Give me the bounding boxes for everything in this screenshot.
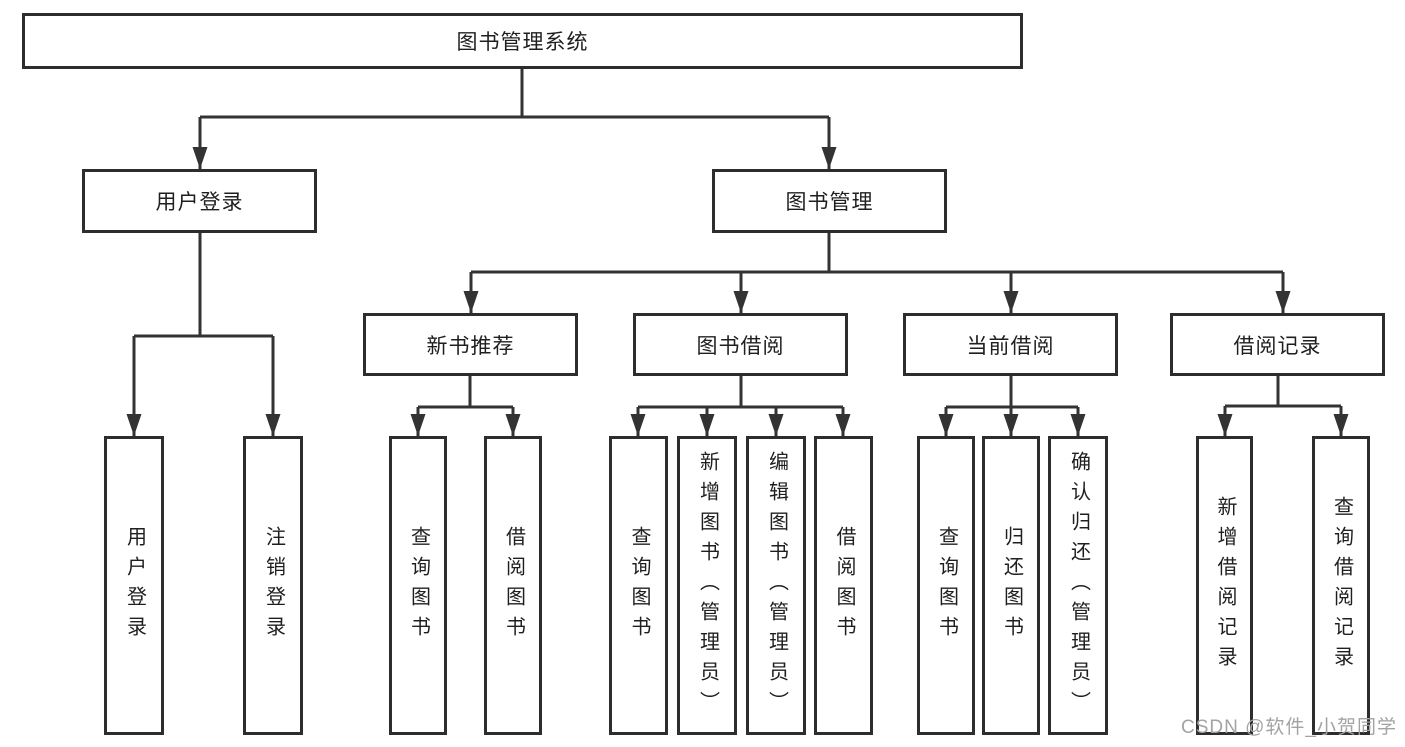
- leaf-bb-edit-book-label: 编辑图书（管理员）: [765, 450, 788, 721]
- leaf-cb-return-book: 归还图书: [982, 436, 1040, 735]
- leaf-user-login: 用户登录: [104, 436, 164, 735]
- leaf-nbr-query-book: 查询图书: [389, 436, 447, 735]
- leaf-logout-login: 注销登录: [243, 436, 303, 735]
- leaf-cb-query-book-label: 查询图书: [935, 525, 958, 646]
- leaf-br-query-record: 查询借阅记录: [1312, 436, 1370, 735]
- leaf-cb-query-book: 查询图书: [917, 436, 975, 735]
- leaf-nbr-query-book-label: 查询图书: [407, 525, 430, 646]
- leaf-nbr-borrow-book-label: 借阅图书: [502, 525, 525, 646]
- leaf-bb-query-book: 查询图书: [609, 436, 668, 735]
- node-book-management: 图书管理: [712, 169, 947, 233]
- leaf-bb-add-book-label: 新增图书（管理员）: [696, 450, 719, 721]
- leaf-nbr-borrow-book: 借阅图书: [484, 436, 542, 735]
- csdn-watermark: CSDN @软件_小贺同学: [1181, 717, 1397, 738]
- leaf-cb-return-book-label: 归还图书: [1000, 525, 1023, 646]
- node-root: 图书管理系统: [22, 13, 1023, 69]
- node-book-borrow: 图书借阅: [633, 313, 848, 376]
- leaf-br-query-record-label: 查询借阅记录: [1330, 495, 1353, 676]
- node-current-borrow: 当前借阅: [903, 313, 1118, 376]
- leaf-br-add-record: 新增借阅记录: [1196, 436, 1253, 735]
- leaf-cb-confirm-return-label: 确认归还（管理员）: [1067, 450, 1090, 721]
- leaf-bb-borrow-book-label: 借阅图书: [833, 525, 855, 646]
- leaf-br-add-record-label: 新增借阅记录: [1214, 495, 1236, 676]
- node-user-login: 用户登录: [82, 169, 317, 233]
- leaf-bb-borrow-book: 借阅图书: [814, 436, 873, 735]
- node-new-book-recommend: 新书推荐: [363, 313, 578, 376]
- leaf-bb-add-book: 新增图书（管理员）: [677, 436, 737, 735]
- leaf-bb-query-book-label: 查询图书: [628, 525, 650, 646]
- leaf-cb-confirm-return: 确认归还（管理员）: [1048, 436, 1108, 735]
- leaf-user-login-label: 用户登录: [123, 525, 146, 646]
- leaf-bb-edit-book: 编辑图书（管理员）: [746, 436, 806, 735]
- node-borrow-record: 借阅记录: [1170, 313, 1385, 376]
- leaf-logout-login-label: 注销登录: [262, 525, 285, 646]
